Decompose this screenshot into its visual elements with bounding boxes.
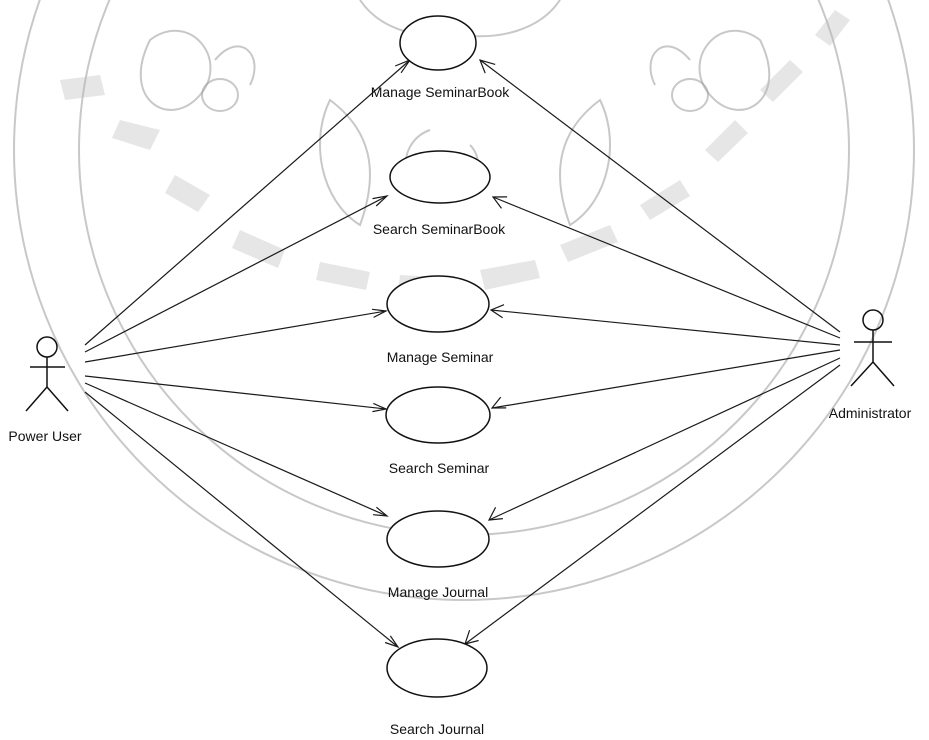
association-lines — [84, 59, 841, 648]
actor-power-user[interactable]: Power User — [8, 336, 82, 444]
arrowhead-administrator-uc3 — [489, 304, 505, 319]
arrowhead-power-user-uc2 — [372, 195, 389, 207]
use-case-label: Manage Journal — [388, 584, 488, 600]
actor-label-administrator: Administrator — [829, 405, 912, 421]
assoc-administrator-uc4 — [491, 349, 841, 409]
arrowhead-power-user-uc6 — [384, 635, 400, 649]
arrowhead-administrator-uc1 — [478, 59, 496, 74]
assoc-administrator-uc3 — [490, 309, 841, 346]
use-case-search-seminar[interactable] — [385, 386, 491, 444]
assoc-administrator-uc1 — [479, 59, 841, 333]
use-cases — [385, 15, 491, 698]
use-case-search-seminarbook[interactable] — [389, 150, 491, 204]
use-case-label: Search Journal — [390, 721, 484, 737]
use-case-label: Manage SeminarBook — [371, 84, 511, 100]
assoc-administrator-uc6 — [464, 364, 841, 645]
use-case-manage-seminarbook[interactable] — [399, 15, 477, 71]
assoc-administrator-uc2 — [492, 196, 841, 339]
assoc-power-user-uc2 — [84, 195, 388, 353]
use-case-manage-seminar[interactable] — [386, 275, 490, 333]
arrowhead-power-user-uc4 — [372, 402, 389, 413]
assoc-power-user-uc5 — [84, 382, 388, 517]
use-case-label: Manage Seminar — [387, 349, 494, 365]
use-case-search-journal[interactable] — [386, 638, 488, 698]
actor-administrator[interactable]: Administrator — [829, 309, 912, 421]
arrowheads — [372, 58, 508, 649]
arrowhead-administrator-uc2 — [491, 196, 508, 209]
assoc-power-user-uc3 — [84, 310, 387, 363]
actor-head — [36, 336, 58, 358]
assoc-power-user-uc4 — [84, 375, 387, 410]
arrowhead-administrator-uc5 — [487, 507, 503, 521]
use-case-label: Search SeminarBook — [373, 221, 506, 237]
assoc-power-user-uc6 — [84, 391, 399, 648]
assoc-administrator-uc5 — [488, 357, 841, 521]
arrowhead-power-user-uc3 — [372, 308, 389, 318]
arrowhead-administrator-uc4 — [490, 396, 507, 409]
use-case-labels: Manage SeminarBook Search SeminarBook Ma… — [371, 84, 511, 737]
arrowhead-power-user-uc5 — [373, 506, 389, 517]
use-case-manage-journal[interactable] — [386, 510, 490, 568]
assoc-power-user-uc1 — [84, 59, 411, 346]
use-case-label: Search Seminar — [389, 460, 490, 476]
actor-label-power-user: Power User — [8, 428, 81, 444]
